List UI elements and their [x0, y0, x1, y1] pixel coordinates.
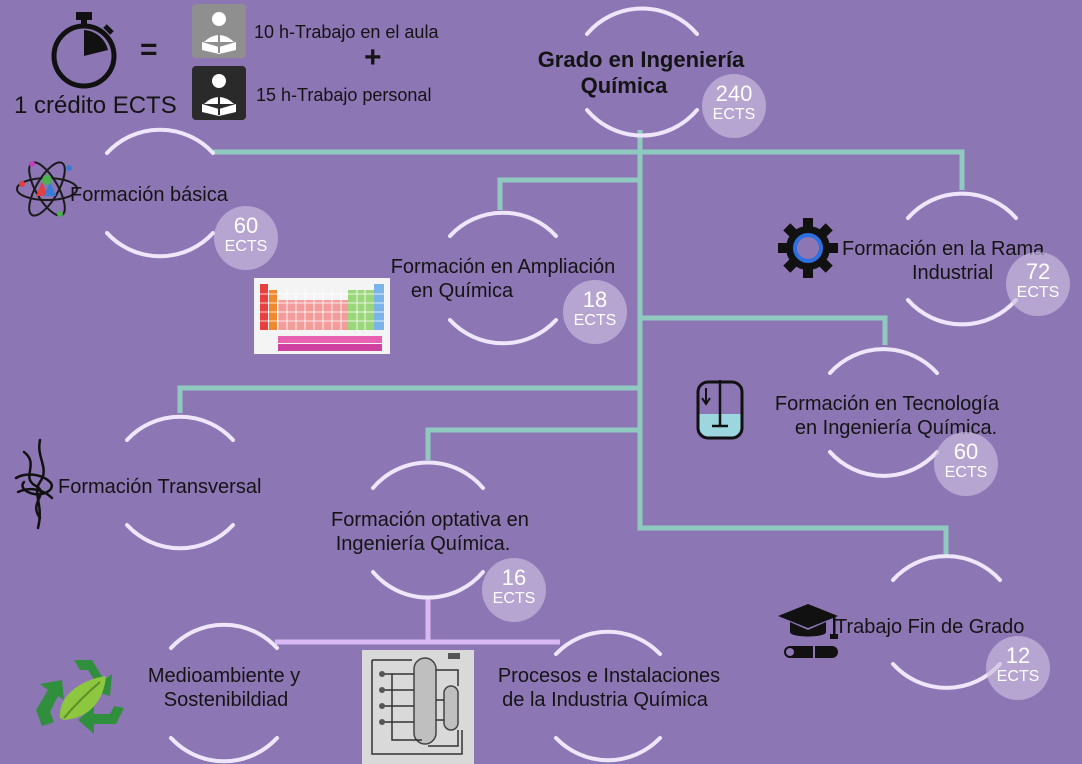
arc-basica	[105, 127, 215, 259]
rama-credits: 72	[1025, 259, 1051, 284]
optativa-label-line1: Formación optativa en	[331, 509, 529, 531]
rama-label-line1: Formación en la Rama	[842, 238, 1045, 260]
graduation-icon	[778, 604, 838, 658]
medioambiente-label-line1: Medioambiente y	[147, 665, 301, 687]
rama-label: Formación en la Rama Industrial	[842, 237, 1082, 285]
stopwatch-icon	[51, 12, 117, 89]
optativa-credits-badge: 16 ECTS	[482, 558, 546, 622]
arc-procesos	[554, 629, 662, 763]
degree-credits-badge: 240 ECTS	[702, 74, 766, 138]
gear-icon	[778, 218, 838, 278]
procesos-label: Procesos e Instalaciones de la Industria…	[470, 664, 748, 712]
tfg-credits-unit: ECTS	[996, 668, 1040, 685]
tfg-credits: 12	[1005, 643, 1031, 668]
personal-reader-icon	[192, 66, 246, 120]
optativa-label: Formación optativa en Ingeniería Química…	[296, 508, 564, 556]
rama-credits-badge: 72 ECTS	[1006, 252, 1070, 316]
equals-sign: =	[140, 33, 158, 66]
degree-title-line2: Química	[580, 73, 668, 98]
arc-transversal	[125, 414, 235, 551]
tecnologia-credits-unit: ECTS	[944, 464, 988, 481]
connector-lines	[177, 130, 965, 555]
degree-credits: 240	[715, 81, 753, 106]
optativa-credits-unit: ECTS	[492, 590, 536, 607]
basica-credits-unit: ECTS	[224, 238, 268, 255]
knot-icon	[14, 438, 54, 530]
ampliacion-credits: 18	[582, 287, 608, 312]
tank-icon	[696, 380, 744, 440]
credit-label: 1 crédito ECTS	[14, 92, 177, 119]
degree-title: Grado en Ingeniería Química	[508, 47, 774, 99]
tecnologia-credits: 60	[953, 439, 979, 464]
classroom-hours-label: 10 h-Trabajo en el aula	[254, 22, 439, 42]
connector-optativa	[425, 427, 640, 460]
connector-optional-branches	[275, 598, 560, 645]
tfg-label: Trabajo Fin de Grado	[835, 616, 1025, 638]
ampliacion-label: Formación en Ampliación en Química	[362, 255, 644, 303]
rama-label-line2: Industrial	[912, 262, 994, 284]
tfg-credits-badge: 12 ECTS	[986, 636, 1050, 700]
arc-groups	[105, 6, 1018, 764]
ampliacion-credits-badge: 18 ECTS	[563, 280, 627, 344]
procesos-label-line1: Procesos e Instalaciones	[497, 665, 721, 687]
ampliacion-credits-unit: ECTS	[573, 312, 617, 329]
connector-ampliacion	[497, 177, 640, 210]
degree-credits-unit: ECTS	[712, 106, 756, 123]
atom-icon	[16, 161, 78, 217]
basica-credits-badge: 60 ECTS	[214, 206, 278, 270]
connector-basica	[213, 149, 965, 190]
procesos-label-line2: de la Industria Química	[502, 689, 708, 711]
basica-label: Formación básica	[70, 184, 228, 206]
arc-rama	[906, 191, 1018, 327]
rama-credits-unit: ECTS	[1016, 284, 1060, 301]
arc-optativa	[371, 460, 485, 600]
tecnologia-label-line1: Formación en Tecnología	[774, 393, 1000, 415]
tecnologia-label: Formación en Tecnología en Ingeniería Qu…	[746, 392, 1028, 440]
connector-transversal	[177, 385, 640, 413]
optativa-credits: 16	[501, 565, 527, 590]
connector-tecnologia	[640, 315, 888, 345]
arc-medioambiente	[169, 622, 279, 764]
process-plant-icon	[362, 650, 474, 764]
arc-degree	[585, 6, 699, 138]
ampliacion-label-line2: en Química	[410, 280, 514, 302]
ampliacion-label-line1: Formación en Ampliación	[390, 256, 616, 278]
transversal-label: Formación Transversal	[58, 476, 262, 498]
arc-ampliacion	[448, 210, 558, 346]
plus-sign: +	[364, 41, 382, 74]
medioambiente-label: Medioambiente y Sostenibildiad	[128, 664, 320, 712]
tecnologia-label-line2: en Ingeniería Química.	[794, 417, 998, 439]
basica-credits: 60	[233, 213, 259, 238]
degree-title-line1: Grado en Ingeniería	[537, 47, 745, 72]
recycle-leaf-icon	[36, 660, 124, 734]
personal-hours-label: 15 h-Trabajo personal	[256, 85, 432, 105]
medioambiente-label-line2: Sostenibildiad	[163, 689, 289, 711]
periodic-table-icon	[254, 278, 390, 354]
connector-trunk	[637, 130, 949, 555]
classroom-reader-icon	[192, 4, 246, 58]
optativa-label-line2: Ingeniería Química.	[335, 533, 511, 555]
arc-tecnologia	[828, 347, 939, 478]
tecnologia-credits-badge: 60 ECTS	[934, 432, 998, 496]
